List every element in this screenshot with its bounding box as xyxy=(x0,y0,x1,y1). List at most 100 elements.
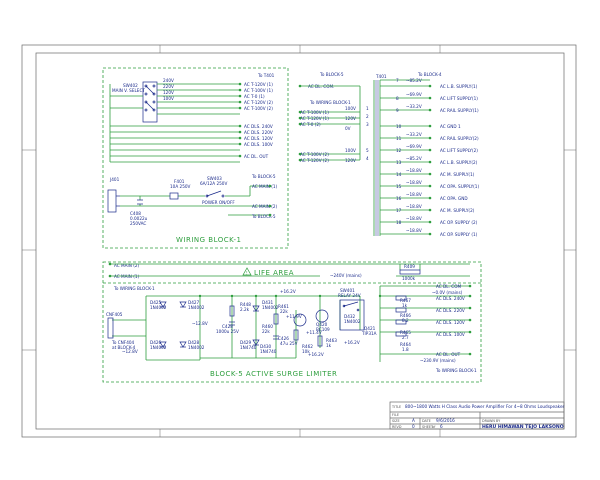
output-label: AC DLS. 240V xyxy=(244,124,273,129)
primary-volt: 120V xyxy=(345,158,356,163)
r465-value: 2.7 xyxy=(402,335,409,340)
warning-icon: ! xyxy=(242,267,252,276)
file-label: FILE xyxy=(392,413,399,417)
sec-output: AC M. SUPPLY(1) xyxy=(440,172,475,177)
sec-pin: 13 xyxy=(396,160,402,165)
t401-label: T401 xyxy=(375,74,387,79)
r464-value: 1.8 xyxy=(402,347,409,352)
sec-output: AC RAIL SUPPLY(1) xyxy=(440,108,479,113)
c426-value: 47u 25V xyxy=(280,341,298,346)
sec-volt: ~18.8V xyxy=(406,216,422,221)
r409-label: R409 xyxy=(404,264,415,269)
r448-label: R448 xyxy=(240,302,251,307)
ac-main1-b5: AC MAIN (1) xyxy=(114,274,140,279)
size-value: A xyxy=(412,418,415,423)
sw401-value: RELAY 24V xyxy=(338,293,361,298)
primary-pin: 1 xyxy=(366,106,369,111)
rev-value: 0 xyxy=(412,424,415,429)
r466-value: 8.2 xyxy=(402,318,409,323)
primary-left: AC T-100V (2) xyxy=(300,152,329,157)
r467-value: 1k xyxy=(402,303,408,308)
sw403-label: SW403 xyxy=(207,176,222,181)
b5-output: AC DLS. 220V xyxy=(436,308,465,313)
sec-output: AC OPA. SUPPLY(1) xyxy=(440,184,479,189)
date-label: DATE xyxy=(422,419,431,423)
c428-value: 1000u 25V xyxy=(216,329,239,334)
sec-volt: ~18.8V xyxy=(406,168,422,173)
selector-switch-symbol xyxy=(142,81,158,123)
drawn-value: HERU HIMAWAN TEJO LAKSONO xyxy=(482,424,564,430)
d430-value: 1N4740 xyxy=(260,349,277,354)
capacitor-symbol xyxy=(137,199,143,205)
secondary-outputs: AC L.B. SUPPLY(1) AC LIFT SUPPLY(1) AC R… xyxy=(440,84,479,237)
r463-label: R463 xyxy=(326,338,337,343)
r466-label: R466 xyxy=(400,313,411,318)
sec-output: AC LIFT SUPPLY(1) xyxy=(440,96,478,101)
drawn-label: DRAWN BY xyxy=(482,419,501,423)
b5-output: AC DLS. 240V xyxy=(436,296,465,301)
r409-resistor xyxy=(399,269,421,275)
ac-dl-com-label: AC DL. COM. xyxy=(308,84,334,89)
secondary-volts: ~85.2V ~69.9V ~33.2V ~33.2V ~69.9V ~85.2… xyxy=(406,78,422,233)
d431-value: 1N4002 xyxy=(262,305,279,310)
r462-value: 10k xyxy=(302,349,310,354)
d429-label: D429 xyxy=(240,340,252,345)
sheet-value: 6 xyxy=(440,424,443,429)
sec-volt: ~69.9V xyxy=(406,144,422,149)
block5-outputs: AC DL. COM ~0.0V (mains) AC DLS. 240V AC… xyxy=(420,284,465,363)
block5-surge-limiter: BLOCK-5 ACTIVE SURGE LIMITER ! LIFE AREA… xyxy=(102,261,482,383)
f401-value: 10A 250V xyxy=(170,184,191,189)
r467-label: R467 xyxy=(400,298,411,303)
c408-value2: 250VAC xyxy=(130,221,146,226)
f401-label: F401 xyxy=(174,179,185,184)
r464-label: R464 xyxy=(400,342,411,347)
sec-pin: 8 xyxy=(396,96,399,101)
sec-volt: ~18.8V xyxy=(406,228,422,233)
volt-220: 220V xyxy=(163,84,174,89)
b5-output: AC DL. OUT xyxy=(436,352,461,357)
plus-162-label: +16.2V xyxy=(280,289,296,294)
sec-output: AC OPA. GND xyxy=(440,196,468,201)
d428-label: D428 xyxy=(188,340,200,345)
output-label: AC T-120V (2) xyxy=(244,100,273,105)
ac-main2-label: AC MAIN (2) xyxy=(252,204,278,209)
v114-label: +11.4V xyxy=(306,330,322,335)
to-block4-label: To BLOCK-4 xyxy=(417,72,442,77)
r462-label: R462 xyxy=(302,344,313,349)
mains-240-label: ~240V (mains) xyxy=(330,273,362,278)
sec-pin: 10 xyxy=(396,124,402,129)
sw403-value: 6A/12A 250V xyxy=(200,181,227,186)
r465-label: R465 xyxy=(400,330,411,335)
primary-left: AC T-120V (2) xyxy=(300,158,329,163)
output-label: AC DLS. 120V xyxy=(244,136,273,141)
primary-pin: 2 xyxy=(366,114,369,119)
svg-text:!: ! xyxy=(246,271,248,276)
to-block5-t: To BLOCK-5 xyxy=(319,72,344,77)
c408-value1: 0.0022u xyxy=(130,216,148,221)
to-block5-label: To BLOCK-5 xyxy=(251,174,276,179)
primary-volt: 0V xyxy=(345,126,351,131)
primary-volt: 120V xyxy=(345,116,356,121)
v162b-label: +16.2V xyxy=(344,340,360,345)
secondary-pins: 7 8 9 10 11 12 13 14 15 16 17 18 xyxy=(396,78,402,225)
wiring-block-1: WIRING BLOCK-1 SW402 MAIN V. SELECT To T… xyxy=(102,67,289,249)
at-block4-label: at BLOCK-4 xyxy=(112,345,136,350)
primary-volt: 100V xyxy=(345,106,356,111)
sec-output: AC OP. SUPPLY (1) xyxy=(440,232,478,237)
to-cnf404-label: To CNF404 xyxy=(111,340,135,345)
main-v-select-label: MAIN V. SELECT xyxy=(112,88,145,93)
primary-left: AC T-120V (1) xyxy=(300,116,329,121)
ac-main2-b5: AC MAIN (2) xyxy=(114,263,140,268)
sec-pin: 11 xyxy=(396,136,402,141)
size-label: SIZE xyxy=(392,419,400,423)
sec-pin: 15 xyxy=(396,184,402,189)
j401-label: J401 xyxy=(109,177,120,182)
cnf405-label: CNF405 xyxy=(106,312,123,317)
diode-bridge xyxy=(159,301,187,348)
relay-sw401-symbol xyxy=(339,299,365,331)
q421-value: TIP31A xyxy=(361,331,377,336)
sec-pin: 7 xyxy=(396,78,399,83)
c426-label: C426 xyxy=(278,336,289,341)
ac-main1-label: AC MAIN (1) xyxy=(252,184,278,189)
d432-value: 1N4002 xyxy=(344,319,361,324)
